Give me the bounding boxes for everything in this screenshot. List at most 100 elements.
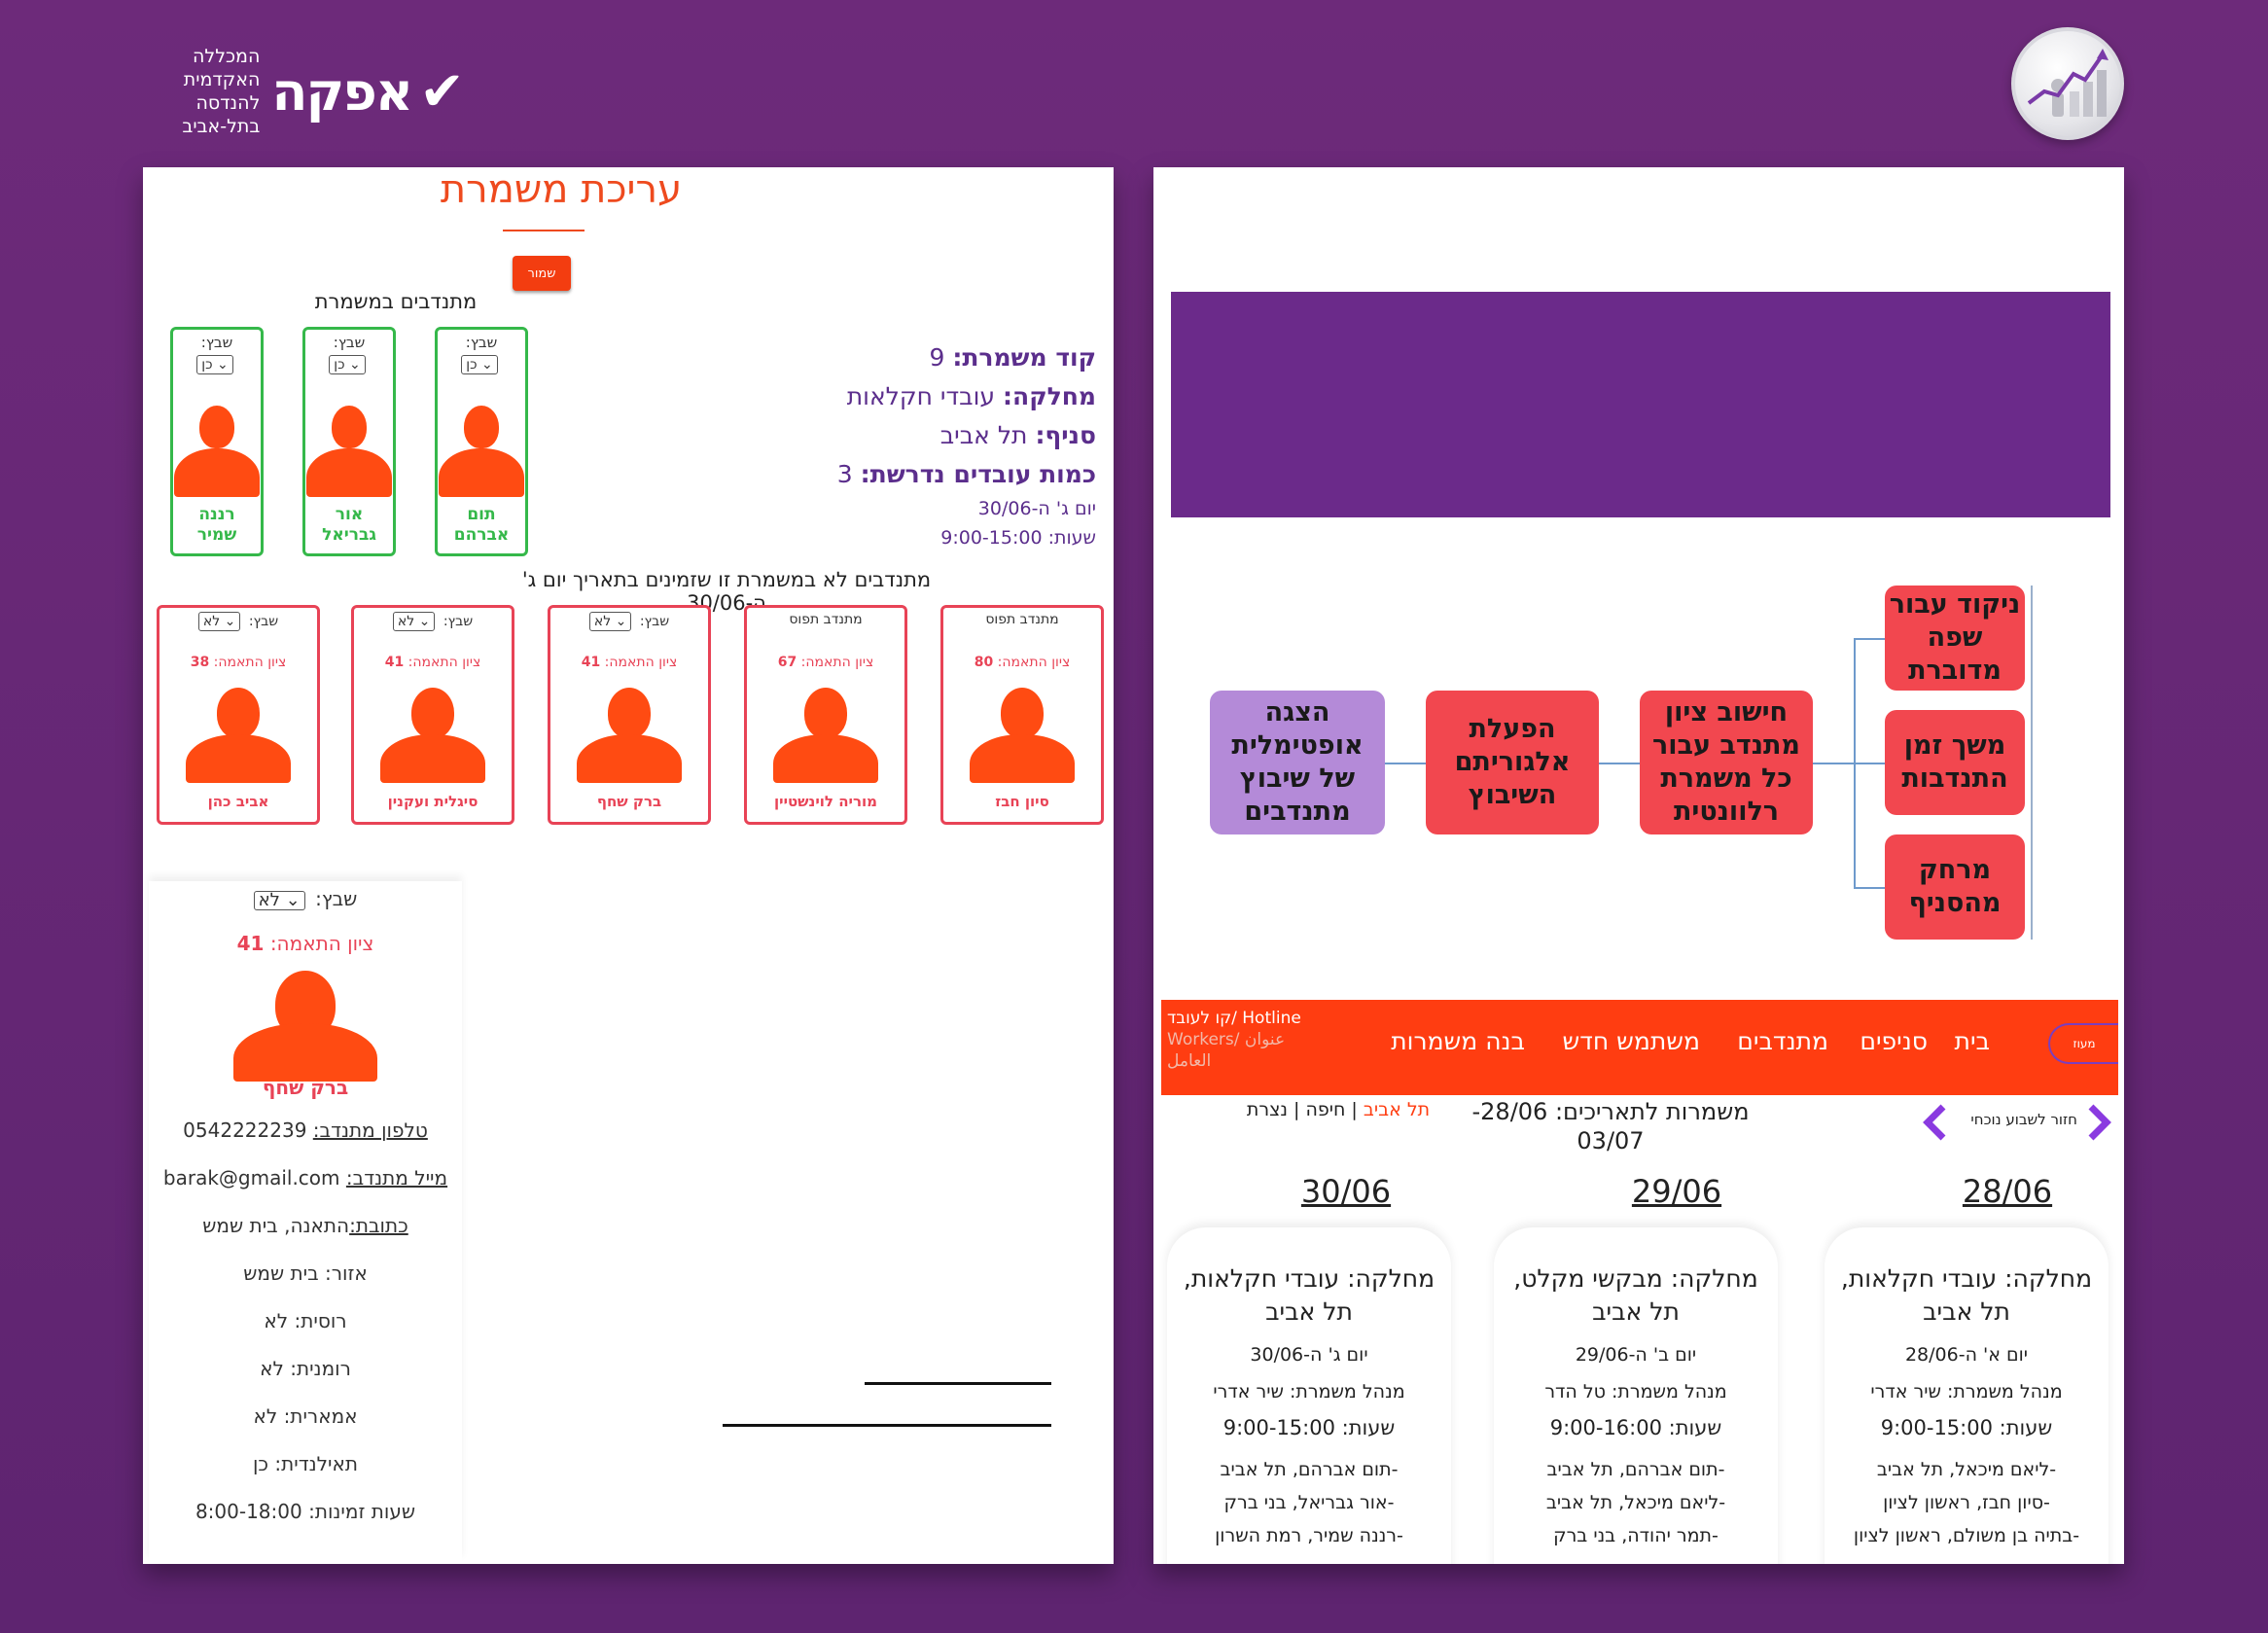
assign-select[interactable]: ⌄ לא	[197, 612, 241, 631]
candidate-volunteer-card[interactable]: שבץ: ⌄ לא ציון התאמה: 41 ברק שחף	[548, 605, 711, 825]
dept-line1: מחלקה: עובדי חקלאות,	[1840, 1264, 2093, 1293]
flow-step-display: הצגה אופטימלית של שיבוץ מתנדבים	[1210, 691, 1385, 834]
nav-pill-button[interactable]: מעוז	[2048, 1023, 2118, 1064]
assign-select-wrap: ⌄ כן	[438, 355, 525, 374]
address-label: כתובת:	[349, 1214, 408, 1237]
assign-select-value: לא	[397, 614, 415, 629]
volunteer-name: סיגלית ועקנין	[387, 793, 478, 810]
hotline-link[interactable]: קו לעובד/ Hotline Workers/ عنوان العامل	[1167, 1008, 1323, 1072]
date-heading: 29/06	[1631, 1173, 1722, 1210]
shift-day: יום ג' ה-30/06	[977, 498, 1096, 519]
nav-volunteers[interactable]: מתנדבים	[1737, 1027, 1828, 1055]
prev-week-arrow-icon[interactable]	[1922, 1103, 1949, 1142]
assign-select-row: שבץ: ⌄ לא	[550, 612, 708, 631]
flow-input-language: ניקוד עבור שפה מדוברת	[1885, 586, 2025, 691]
candidate-volunteer-card[interactable]: מתנדב תפוס ציון התאמה: 67 מוריה לוינשטיי…	[744, 605, 907, 825]
department-row: מחלקה: עובדי חקלאות	[590, 377, 1096, 416]
city-haifa[interactable]: חיפה	[1305, 1099, 1346, 1120]
volunteer-last-name: אברהם	[453, 525, 510, 545]
candidate-volunteer-card[interactable]: שבץ: ⌄ לא ציון התאמה: 41 סיגלית ועקנין	[351, 605, 514, 825]
person-icon	[970, 688, 1075, 783]
shift-volunteer: -אור גבריאל, בני ברק	[1223, 1492, 1395, 1513]
shift-code-label: קוד משמרת:	[952, 343, 1096, 372]
phone-value: 0542222239	[183, 1118, 307, 1142]
dates-title-line1: משמרות לתאריכים: 28/06-	[1471, 1098, 1750, 1125]
assign-select-wrap: ⌄ כן	[305, 355, 393, 374]
assign-question: שבץ:	[333, 334, 366, 351]
match-score: ציון התאמה: 67	[747, 655, 904, 670]
afeka-logo: ✔ אפקה המכללה האקדמית להנדסה בתל-אביב	[144, 46, 465, 137]
nav-new-user[interactable]: משתמש חדש	[1562, 1027, 1700, 1055]
person-icon	[439, 406, 524, 497]
volunteer-name: מוריה לוינשטיין	[774, 793, 877, 810]
person-icon	[186, 688, 291, 783]
nav-build-shifts[interactable]: בנה משמרות	[1391, 1027, 1525, 1055]
shift-department: מחלקה: עובדי חקלאות, תל אביב	[1825, 1262, 2109, 1329]
nav-branches[interactable]: סניפים	[1860, 1027, 1928, 1055]
afeka-name: אפקה	[271, 60, 413, 123]
match-label: ציון התאמה:	[408, 655, 481, 670]
email-value: barak@gmail.com	[162, 1166, 340, 1189]
flow-arrow	[1813, 763, 1854, 764]
city-nazareth[interactable]: נצרת	[1246, 1099, 1288, 1120]
divider-line	[865, 1382, 1051, 1385]
match-value: 41	[384, 655, 405, 670]
person-icon	[306, 406, 392, 497]
assign-select[interactable]: ⌄ לא	[588, 612, 632, 631]
candidate-volunteer-card[interactable]: שבץ: ⌄ לא ציון התאמה: 38 אביב כהן	[157, 605, 320, 825]
match-label: ציון התאמה:	[269, 932, 374, 955]
flow-arrow	[1385, 763, 1426, 764]
detail-amharic: אמארית: לא	[253, 1404, 358, 1428]
hotline-line1: קו לעובד/ Hotline	[1167, 1009, 1301, 1028]
assign-select[interactable]: ⌄ לא	[253, 891, 305, 910]
save-button[interactable]: שמור	[513, 256, 571, 291]
assign-question: שבץ:	[315, 887, 358, 910]
assign-select[interactable]: ⌄ לא	[392, 612, 436, 631]
shift-hours: שעות: 9:00-15:00	[1880, 1416, 2053, 1439]
assign-question: שבץ:	[639, 614, 670, 629]
volunteer-first-name: אור	[335, 505, 364, 524]
flow-connector	[1854, 763, 1885, 764]
back-to-current-week[interactable]: חזור לשבוע נוכחי	[1970, 1111, 2077, 1128]
shift-manager: מנהל משמרת: טל הדר	[1544, 1381, 1727, 1402]
assign-select[interactable]: ⌄ כן	[196, 355, 233, 374]
match-score: ציון התאמה: 80	[943, 655, 1101, 670]
volunteer-first-name: רננה	[198, 505, 235, 524]
assign-select-row: שבץ: ⌄ לא	[354, 612, 512, 631]
match-label: ציון התאמה:	[604, 655, 678, 670]
nav-home[interactable]: בית	[1954, 1027, 1990, 1055]
shift-volunteer: -תום אברהם, תל אביב	[1546, 1459, 1725, 1480]
shift-card[interactable]: מחלקה: עובדי חקלאות,תל אביב יום א' ה-28/…	[1825, 1227, 2109, 1564]
assign-select[interactable]: ⌄ כן	[461, 355, 498, 374]
assign-select[interactable]: ⌄ כן	[329, 355, 366, 374]
next-week-arrow-icon[interactable]	[2085, 1103, 2112, 1142]
volunteer-last-name: שמיר	[196, 525, 237, 545]
match-label: ציון התאמה:	[800, 655, 874, 670]
shift-volunteer: -תמר יהודה, בני ברק	[1553, 1525, 1719, 1546]
shift-info: קוד משמרת: 9 מחלקה: עובדי חקלאות סניף: ת…	[590, 338, 1096, 552]
shift-card[interactable]: מחלקה: עובדי חקלאות,תל אביב יום ג' ה-30/…	[1167, 1227, 1451, 1564]
shift-hours: שעות: 9:00-16:00	[1549, 1416, 1722, 1439]
dept-line2: תל אביב	[1923, 1297, 2010, 1326]
flow-input-duration: משך זמן התנדבות	[1885, 710, 2025, 815]
hotline-line2: Workers/ عنوان العامل	[1167, 1030, 1286, 1071]
dept-line2: תל אביב	[1592, 1297, 1680, 1326]
shift-volunteer: -סיון חבז, ראשון לציון	[1883, 1492, 2050, 1513]
shift-volunteer: -רננה שמיר, רמת השרון	[1215, 1525, 1403, 1546]
detail-phone: טלפון מתנדב: 0542222239	[149, 1118, 462, 1142]
assign-select-value: לא	[593, 614, 612, 629]
city-tel-aviv[interactable]: תל אביב	[1363, 1099, 1431, 1120]
candidate-volunteer-card[interactable]: מתנדב תפוס ציון התאמה: 80 סיון חבז	[940, 605, 1104, 825]
shift-card[interactable]: מחלקה: מבקשי מקלט,תל אביב יום ב' ה-29/06…	[1494, 1227, 1778, 1564]
match-score: ציון התאמה: 38	[159, 655, 317, 670]
volunteer-name: סיון חבז	[995, 793, 1049, 810]
chart-person-icon	[2027, 49, 2109, 117]
assign-question: שבץ:	[248, 614, 279, 629]
person-icon	[773, 688, 878, 783]
assign-select-value: לא	[202, 614, 221, 629]
